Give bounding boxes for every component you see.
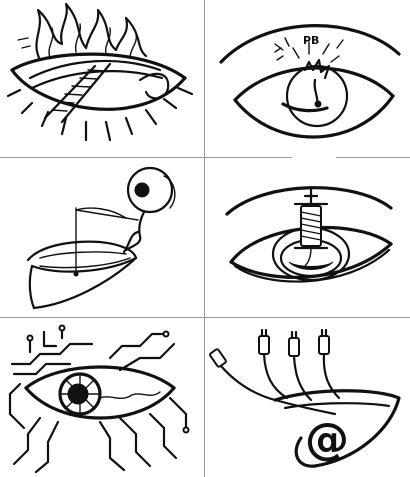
cables-at-icon: @ [209, 328, 401, 468]
usb-plug-3-icon [318, 328, 330, 355]
panel-cables-at-symbol: @ [205, 318, 410, 477]
usb-plug-2-icon [288, 330, 300, 357]
panel-circuit-eye [0, 318, 204, 477]
panel-eyeball-with-net [0, 158, 204, 317]
divider-gap [292, 155, 336, 160]
panel-exploding-eye: PB [205, 0, 410, 157]
vertical-divider [204, 0, 205, 477]
panel-eye-with-spool [205, 158, 410, 317]
spool-eye-icon [225, 186, 393, 283]
scribble-letters: PB [303, 34, 319, 47]
usb-plug-1-icon [258, 328, 270, 355]
side-plug-icon [209, 348, 227, 368]
exploding-eye-icon: PB [219, 24, 401, 139]
circuit-eye-icon [8, 324, 190, 474]
burning-bridge-eye-icon [6, 2, 194, 142]
horizontal-divider-top [0, 157, 410, 158]
at-symbol: @ [305, 414, 349, 465]
panel-burning-bridge-eye [0, 0, 204, 157]
horizontal-divider-bottom [0, 317, 410, 318]
eyeball-net-icon [26, 166, 176, 310]
